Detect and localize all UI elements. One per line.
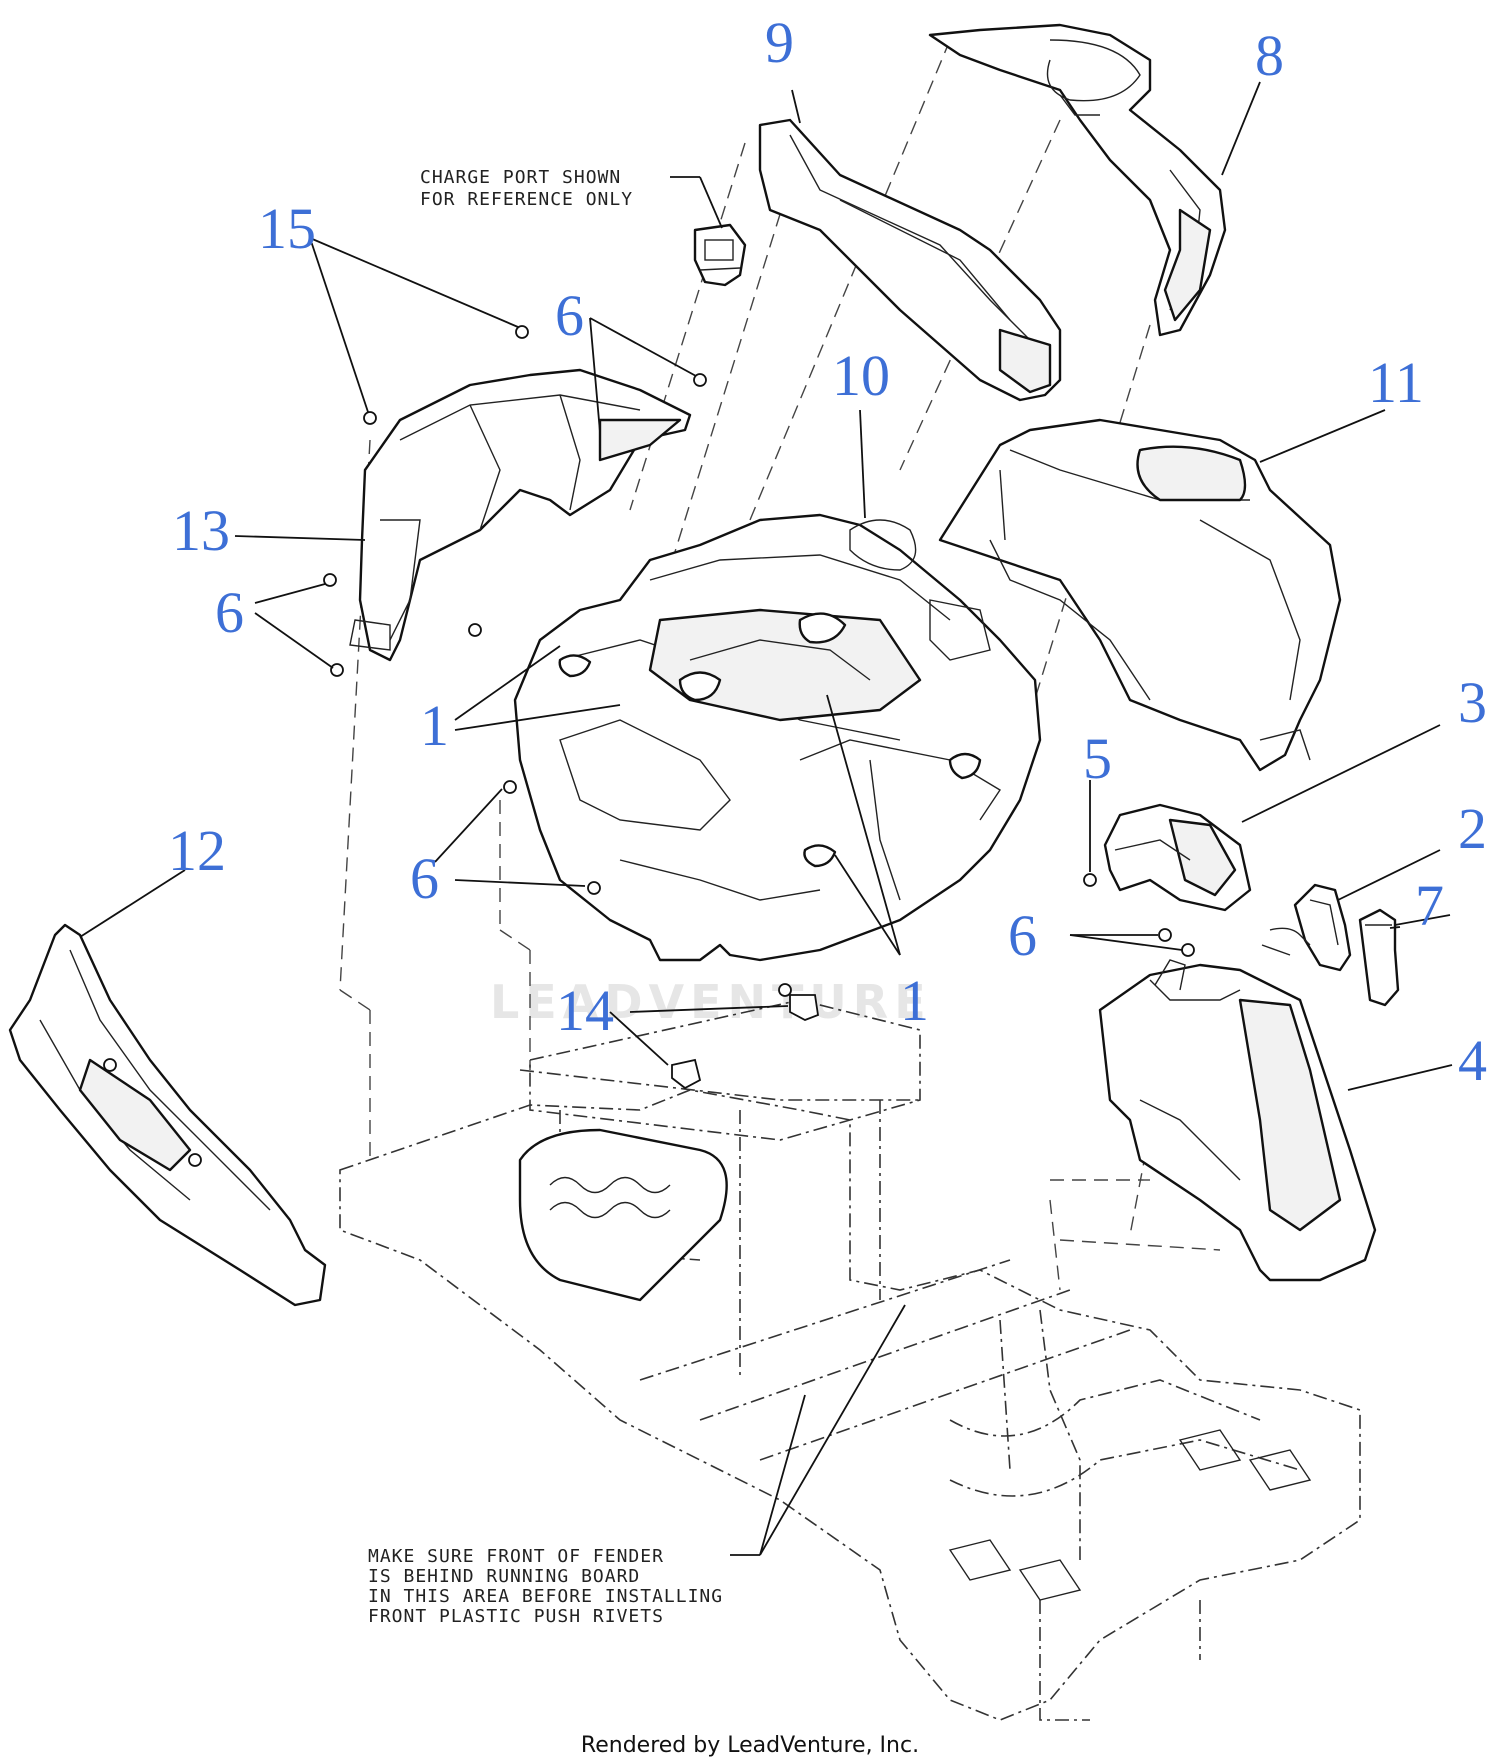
- callout-6: 6: [555, 283, 584, 348]
- part-2-switch: [1261, 883, 1352, 972]
- note-line: CHARGE PORT SHOWN: [420, 167, 621, 188]
- note-line: IN THIS AREA BEFORE INSTALLING: [368, 1586, 723, 1607]
- footer-credit: Rendered by LeadVenture, Inc.: [581, 1733, 919, 1758]
- part-8-trim: [928, 23, 1227, 337]
- fender-note: MAKE SURE FRONT OF FENDER IS BEHIND RUNN…: [368, 1546, 723, 1627]
- callout-5: 5: [1083, 726, 1112, 791]
- note-line: FRONT PLASTIC PUSH RIVETS: [368, 1606, 664, 1627]
- part-12-side-panel: [8, 923, 327, 1307]
- note-line: MAKE SURE FRONT OF FENDER: [368, 1546, 664, 1567]
- part-13-fender-cover: [349, 368, 692, 662]
- callout-11: 11: [1368, 350, 1424, 415]
- note-line: FOR REFERENCE ONLY: [420, 189, 633, 210]
- callout-6: 6: [410, 846, 439, 911]
- callout-1: 1: [420, 693, 449, 758]
- callout-6: 6: [1008, 903, 1037, 968]
- charge-port: [693, 223, 747, 287]
- callout-15: 15: [258, 196, 316, 261]
- callout-12: 12: [168, 818, 226, 883]
- fasteners: [323, 325, 1195, 1090]
- callout-6: 6: [215, 580, 244, 645]
- part-11-right-fender: [938, 418, 1342, 772]
- callout-7: 7: [1415, 873, 1444, 938]
- callout-4: 4: [1458, 1028, 1487, 1093]
- callout-8: 8: [1255, 23, 1284, 88]
- callout-13: 13: [172, 498, 230, 563]
- part-7-knob: [1358, 908, 1400, 1007]
- part-3-console-top: [1103, 803, 1252, 912]
- callout-1: 1: [900, 968, 929, 1033]
- part-10-fender-deck: [513, 513, 1042, 962]
- callout-10: 10: [832, 343, 890, 408]
- note-line: IS BEHIND RUNNING BOARD: [368, 1566, 640, 1587]
- callout-numbers: 15 6 9 8 10 11 13 6 1 5 3 2 12 6 7 6 1 1…: [168, 10, 1487, 1093]
- callout-14: 14: [556, 978, 614, 1043]
- callout-3: 3: [1458, 670, 1487, 735]
- leader-lines: [79, 81, 1453, 1556]
- part-9-trim: [758, 118, 1062, 402]
- callout-2: 2: [1458, 796, 1487, 861]
- part-4-steering-console: [1098, 959, 1377, 1282]
- callout-9: 9: [765, 10, 794, 75]
- charge-port-note: CHARGE PORT SHOWN FOR REFERENCE ONLY: [420, 167, 633, 210]
